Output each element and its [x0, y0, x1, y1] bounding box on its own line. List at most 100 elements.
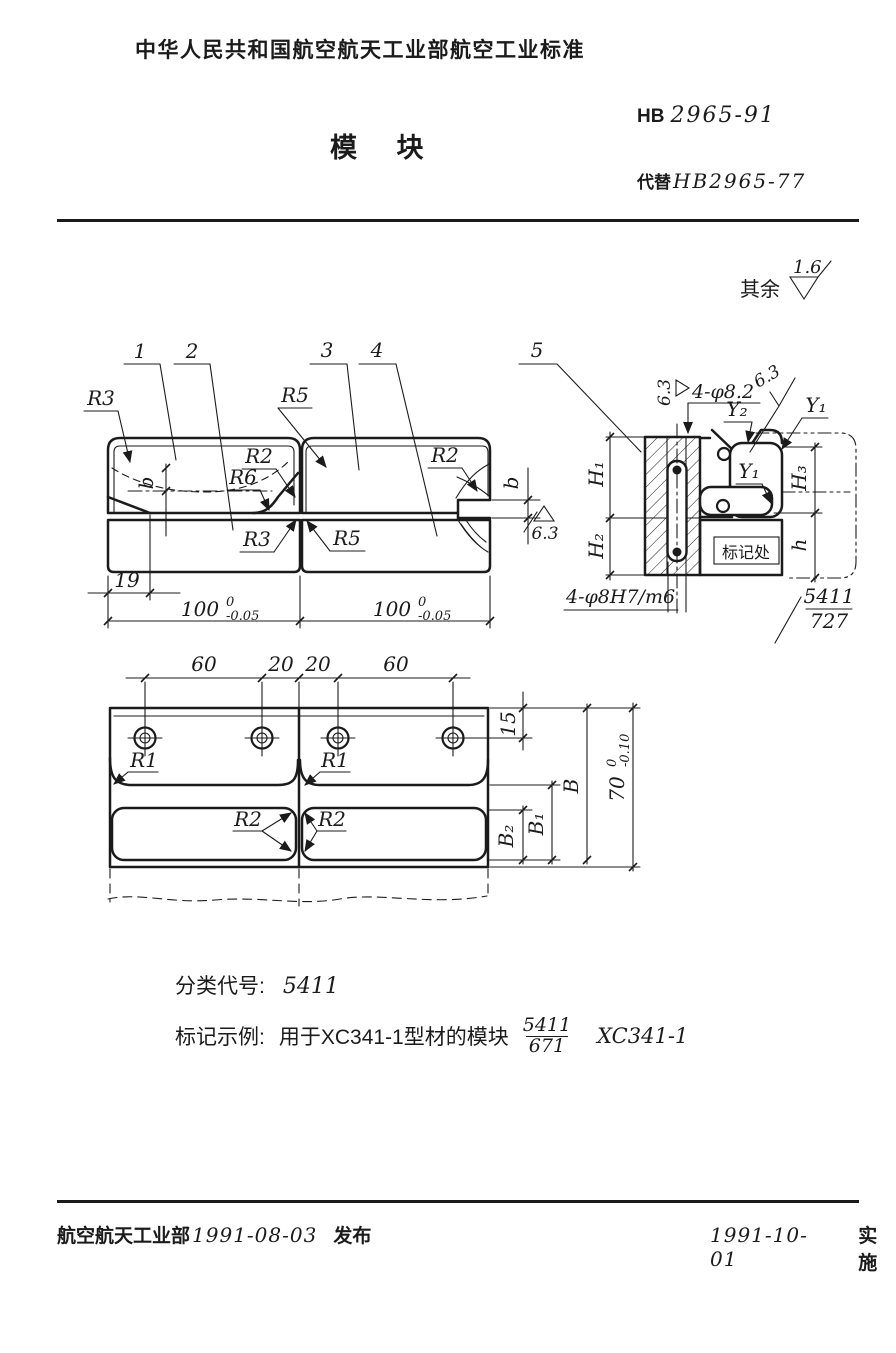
groove-right	[300, 806, 488, 862]
footer-issue: 航空航天工业部 1991-08-03 发布	[57, 1221, 371, 1248]
cavity-finish-label: 6.3	[751, 361, 784, 392]
h2-label: H₂	[584, 533, 608, 559]
replaces-note: 代替 HB2965-77	[637, 168, 806, 193]
dim-100-left-tol-hi: 0	[226, 595, 234, 610]
marking-example-text: 用于XC341-1型材的模块	[278, 1026, 509, 1050]
balloon-1: 1	[134, 339, 147, 363]
b-left-label: b	[134, 477, 158, 490]
r2-right-label: R2	[430, 443, 459, 467]
page-title: 模 块	[330, 133, 440, 163]
r2-right-label: R2	[317, 807, 346, 831]
fit-note: 4-φ8H7/m6	[565, 586, 675, 608]
bolt-holes	[127, 681, 471, 757]
balloon-5: 5	[531, 338, 544, 362]
dim-100-right: 100	[373, 597, 411, 621]
b2-label: B₂	[494, 825, 518, 849]
r2-mid-label: R2	[244, 444, 273, 468]
b-total-label: B	[559, 779, 583, 795]
dim-100-right-tol-hi: 0	[418, 595, 426, 610]
plan-top-dimensions: 60 20 20 60	[125, 652, 471, 679]
lower-left-block	[106, 518, 302, 574]
r5-bottom-label: R5	[332, 526, 361, 550]
section-view: 标记处 6.3 4-φ8.2 6.3 Y₂ Y₁ Y₁ H₁ H₂ H₃	[563, 361, 857, 644]
standard-number: HB 2965-91	[637, 103, 776, 128]
r3-top-label: R3	[86, 386, 115, 410]
footer-issuer: 航空航天工业部	[57, 1226, 191, 1247]
replaces-prefix: 代替	[637, 173, 671, 192]
marking-box-label: 标记处	[722, 544, 770, 562]
r3-bottom-label: R3	[242, 527, 271, 551]
item-balloons: 1 2 3 4 5	[123, 338, 642, 537]
dim-19: 19	[114, 568, 140, 592]
plan-view: 60 20 20 60 R1 R1 R2 R2 15 B₂ B₁ B 70	[107, 652, 641, 907]
dim-20-left: 20	[267, 652, 294, 676]
h-label: h	[787, 539, 811, 552]
b-finish-label: 6.3	[531, 524, 558, 544]
dim-60-left: 60	[191, 652, 217, 676]
h1-label: H₁	[584, 461, 608, 487]
marking-example-fraction: 5411 671	[522, 1014, 572, 1057]
footer-divider	[57, 1200, 859, 1203]
r5-top-label: R5	[280, 383, 309, 407]
finish-note-value: 1.6	[793, 257, 822, 278]
footer-issue-date: 1991-08-03	[192, 1223, 318, 1247]
balloon-2: 2	[185, 339, 199, 363]
b-right-label: b	[499, 477, 523, 490]
dim-60-right: 60	[383, 652, 409, 676]
holes-note: 4-φ8.2	[691, 381, 754, 403]
pin-finish-label: 6.3	[655, 379, 675, 406]
marking-example-numerator: 5411	[522, 1014, 572, 1036]
front-view: 1 2 3 4 5 R3 R5 R2 R6 R3 R5 R2	[83, 338, 642, 629]
dim-100-left-tol-lo: -0.05	[226, 609, 259, 624]
r2-left-label: R2	[233, 807, 262, 831]
footer-implementation: 1991-10-01 实施	[710, 1221, 896, 1275]
classification-value: 5411	[282, 974, 339, 999]
groove-left	[110, 806, 298, 862]
dim-20-right: 20	[304, 652, 331, 676]
balloon-4: 4	[370, 338, 384, 362]
standard-code: HB	[637, 106, 665, 127]
marking-example-suffix: XC341-1	[597, 1024, 689, 1049]
marking-example-denominator: 671	[525, 1035, 569, 1057]
plan-outline	[108, 706, 490, 869]
y2-label: Y₂	[726, 397, 747, 421]
header-divider	[57, 219, 859, 222]
front-linear-dimensions: 19 100 0 -0.05 100 0 -0.05	[87, 514, 491, 629]
r1-right-label: R1	[320, 748, 349, 772]
dim-15-label: 15	[496, 711, 520, 736]
plan-right-dimensions: 15 B₂ B₁ B 70 0 -0.10	[469, 691, 641, 872]
code-denominator: 727	[810, 609, 848, 633]
upper-right-block	[300, 436, 492, 520]
finish-note-prefix: 其余	[740, 278, 780, 301]
dim-70-tol-hi: 0	[605, 759, 620, 767]
r6-label: R6	[228, 465, 257, 489]
dim-100-right-tol-lo: -0.05	[418, 609, 451, 624]
dim-100-left: 100	[181, 597, 219, 621]
section-y-labels: Y₂ Y₁ Y₁	[723, 393, 829, 504]
footer-issue-label: 发布	[333, 1226, 372, 1247]
y1-top-label: Y₁	[805, 393, 826, 417]
standard-number-value: 2965-91	[670, 103, 776, 128]
footer-impl-date: 1991-10-01	[710, 1223, 808, 1271]
dimension-ticks	[103, 432, 820, 872]
h3-label: H₃	[787, 465, 811, 491]
section-code-fraction: 5411 727	[774, 584, 854, 644]
y1-mid-label: Y₁	[738, 459, 759, 483]
standard-body-line: 中华人民共和国航空航天工业部航空工业标准	[135, 39, 585, 62]
front-radius-labels: R3 R5 R2 R6 R3 R5 R2	[83, 383, 478, 553]
plan-radius-labels: R1 R1 R2 R2	[113, 748, 351, 852]
classification-line: 分类代号: 5411	[175, 970, 339, 1000]
balloon-3: 3	[321, 338, 334, 362]
dim-70-group: 70 0 -0.10	[605, 734, 633, 802]
section-lower-block	[698, 518, 784, 577]
replaces-number: HB2965-77	[673, 169, 807, 193]
marking-example-line: 标记示例: 用于XC341-1型材的模块 5411 671 XC341-1	[175, 1014, 689, 1057]
dim-70-label: 70	[605, 776, 629, 802]
marking-example-label: 标记示例:	[175, 1026, 265, 1050]
front-b-dimensions: b b 6.3	[134, 463, 559, 545]
dim-70-tol-lo: -0.10	[618, 734, 633, 767]
b1-label: B₁	[524, 813, 548, 837]
marking-box	[713, 536, 780, 565]
r1-left-label: R1	[129, 748, 158, 772]
